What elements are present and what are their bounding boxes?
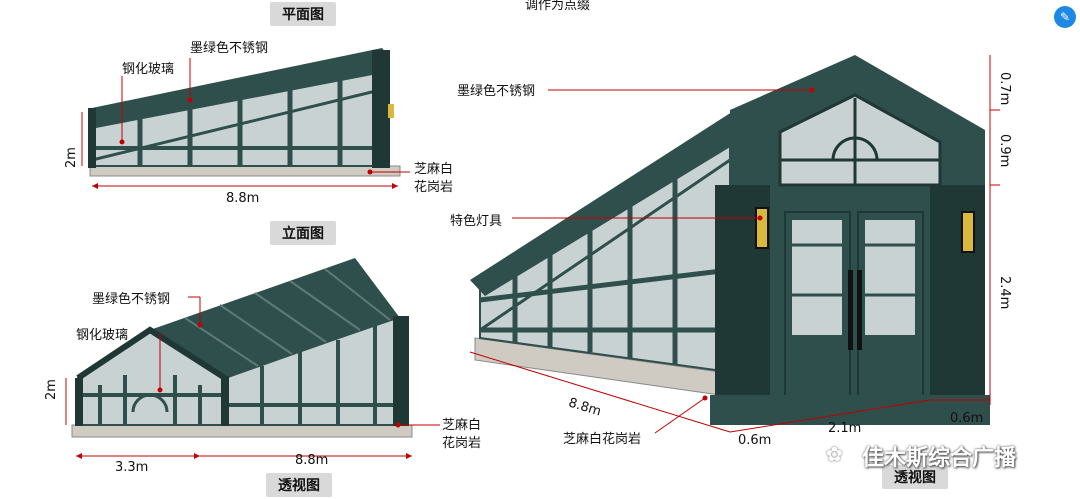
plan-label-granite-2: 花岗岩: [414, 180, 454, 195]
perspective-caption: 透视图: [882, 465, 948, 489]
elevation-dim-width: 3.3m: [115, 460, 149, 475]
perspective-view-drawing: [469, 55, 1000, 434]
elevation-label-granite-1: 芝麻白: [442, 418, 482, 433]
plan-view-drawing: [81, 48, 410, 189]
plan-label-granite-1: 芝麻白: [414, 162, 454, 177]
plan-dim-height: 2m: [64, 147, 79, 168]
plan-label-glass: 钢化玻璃: [122, 62, 175, 77]
elevation-view-title: 立面图: [270, 221, 336, 245]
plan-label-steel: 墨绿色不锈钢: [190, 41, 269, 56]
perspective-label-granite: 芝麻白花岗岩: [563, 432, 642, 447]
perspective-label-lamp: 特色灯具: [450, 214, 503, 229]
perspective-dim-upper: 0.9m: [997, 134, 1012, 168]
perspective-dim-door: 2.4m: [997, 276, 1012, 310]
app-logo-icon[interactable]: ✎: [1054, 6, 1076, 28]
wechat-icon: ✿: [826, 442, 843, 466]
elevation-caption: 透视图: [266, 473, 332, 497]
elevation-dim-height: 2m: [44, 379, 59, 400]
plan-view-title: 平面图: [270, 2, 336, 26]
elevation-dim-length: 8.8m: [295, 453, 329, 468]
perspective-dim-top: 0.7m: [997, 72, 1012, 106]
watermark-text: 佳木斯综合广播: [862, 446, 1017, 471]
elevation-label-steel: 墨绿色不锈钢: [92, 292, 171, 307]
top-caption: 调作为点缀: [525, 0, 591, 13]
elevation-view-drawing: [65, 258, 440, 459]
perspective-dim-door-width: 2.1m: [828, 421, 862, 436]
plan-dim-length: 8.8m: [226, 191, 260, 206]
elevation-label-glass: 钢化玻璃: [76, 328, 129, 343]
perspective-dim-side-left: 0.6m: [738, 433, 772, 448]
elevation-label-granite-2: 花岗岩: [442, 436, 482, 451]
perspective-label-steel: 墨绿色不锈钢: [457, 84, 536, 99]
perspective-dim-side-right: 0.6m: [950, 411, 984, 426]
